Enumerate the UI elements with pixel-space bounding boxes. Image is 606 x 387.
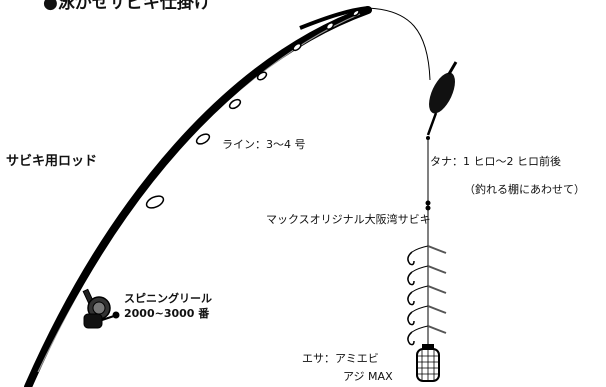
- reel-spool-inner: [92, 301, 106, 315]
- float-top: [447, 61, 458, 75]
- sabiki-hooks: [407, 245, 447, 346]
- reel-body: [83, 313, 103, 329]
- guide: [292, 42, 302, 52]
- rod-label: サビキ用ロッド: [6, 154, 98, 169]
- sabiki-branch: [407, 325, 447, 346]
- guide: [352, 9, 360, 17]
- rod-guides: [145, 9, 360, 209]
- bait-label: エサ：アミエビ: [302, 352, 379, 365]
- float-stem: [426, 112, 438, 136]
- sabiki-branch: [407, 245, 447, 266]
- guide: [195, 133, 211, 145]
- reel-size-label: 2000~3000 番: [124, 307, 210, 320]
- basket-mesh: [417, 349, 439, 381]
- sabiki-label: マックスオリジナル大阪湾サビキ: [266, 213, 431, 226]
- rod-blank: [24, 6, 372, 387]
- float: [426, 61, 458, 140]
- guide: [256, 71, 268, 81]
- sabiki-branch: [407, 265, 447, 286]
- main-line: [367, 7, 431, 81]
- line-label: ライン：3〜4 号: [222, 138, 306, 151]
- reel-label: スピニングリール: [124, 292, 212, 305]
- diagram-title: ●泳がせサビキ仕掛け: [43, 0, 211, 13]
- reel-knob: [112, 311, 120, 319]
- spinning-reel: [82, 288, 120, 329]
- guide: [228, 98, 242, 110]
- sabiki-swivel: [425, 200, 431, 206]
- sabiki-swivel: [425, 205, 431, 211]
- float-body: [429, 72, 455, 114]
- bait-label-2: アジ MAX: [343, 370, 393, 383]
- guide: [325, 22, 335, 30]
- rod-tip: [299, 6, 369, 30]
- basket-cap: [422, 344, 434, 349]
- rod-highlight: [37, 13, 361, 373]
- tana-note-label: （釣れる棚にあわせて）: [464, 183, 585, 196]
- guide: [145, 195, 165, 209]
- sabiki-branch: [407, 305, 447, 326]
- sabiki-branch: [407, 285, 447, 306]
- bait-basket: [416, 344, 440, 382]
- reel-handle: [101, 315, 115, 321]
- tana-label: タナ：1 ヒロ〜2 ヒロ前後: [430, 155, 561, 168]
